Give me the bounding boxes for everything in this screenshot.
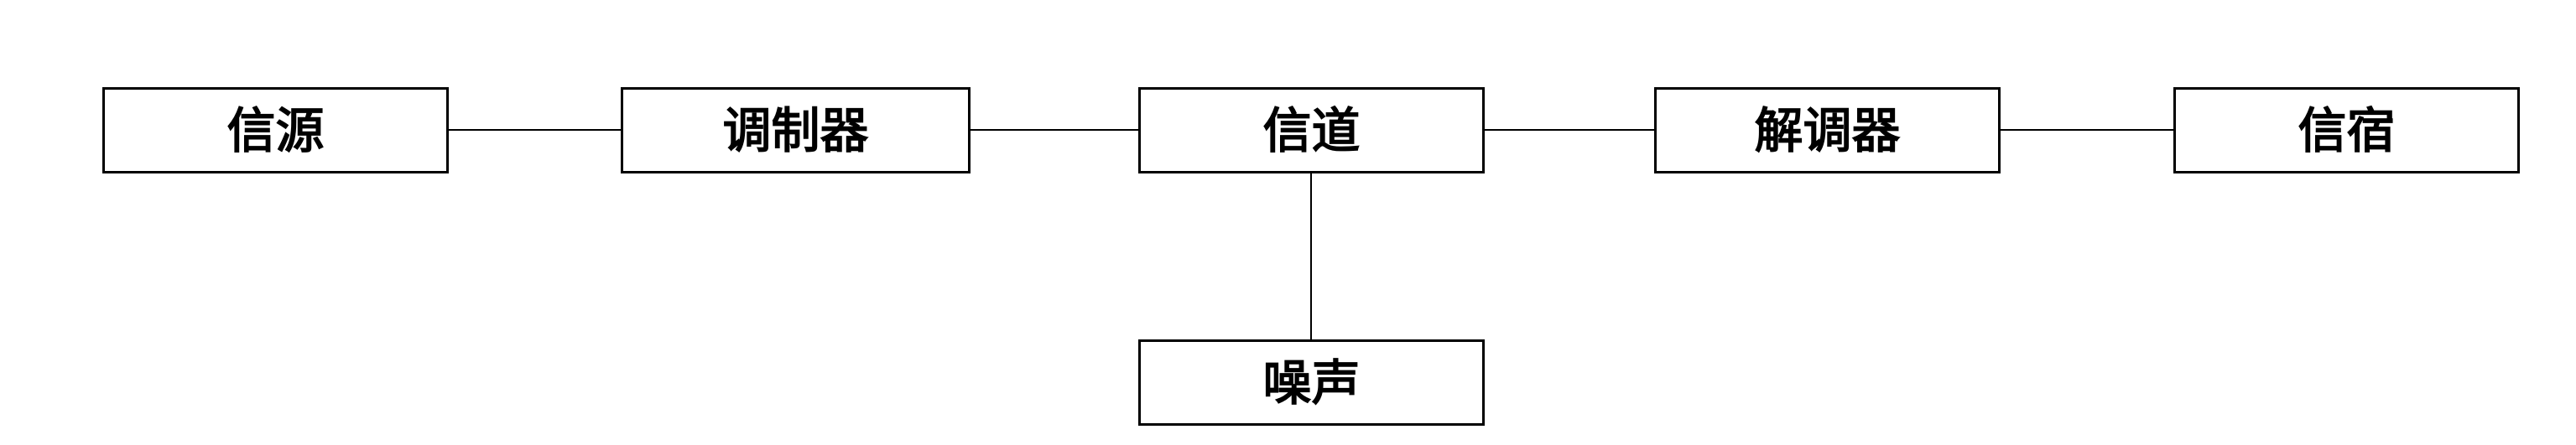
node-sink: 信宿 <box>2173 87 2520 173</box>
node-demodulator: 解调器 <box>1654 87 2001 173</box>
connector-modulator-channel <box>971 129 1138 131</box>
node-noise-label: 噪声 <box>1262 354 1361 411</box>
node-demodulator-label: 解调器 <box>1754 101 1901 159</box>
connector-channel-demodulator <box>1485 129 1654 131</box>
connector-noise-channel <box>1310 173 1312 339</box>
node-source: 信源 <box>102 87 449 173</box>
connector-demodulator-sink <box>2001 129 2173 131</box>
node-source-label: 信源 <box>226 101 325 159</box>
connector-source-modulator <box>449 129 621 131</box>
node-channel: 信道 <box>1138 87 1485 173</box>
node-modulator: 调制器 <box>621 87 971 173</box>
node-noise: 噪声 <box>1138 339 1485 426</box>
node-channel-label: 信道 <box>1262 101 1361 159</box>
node-modulator-label: 调制器 <box>722 101 869 159</box>
node-sink-label: 信宿 <box>2298 101 2396 159</box>
